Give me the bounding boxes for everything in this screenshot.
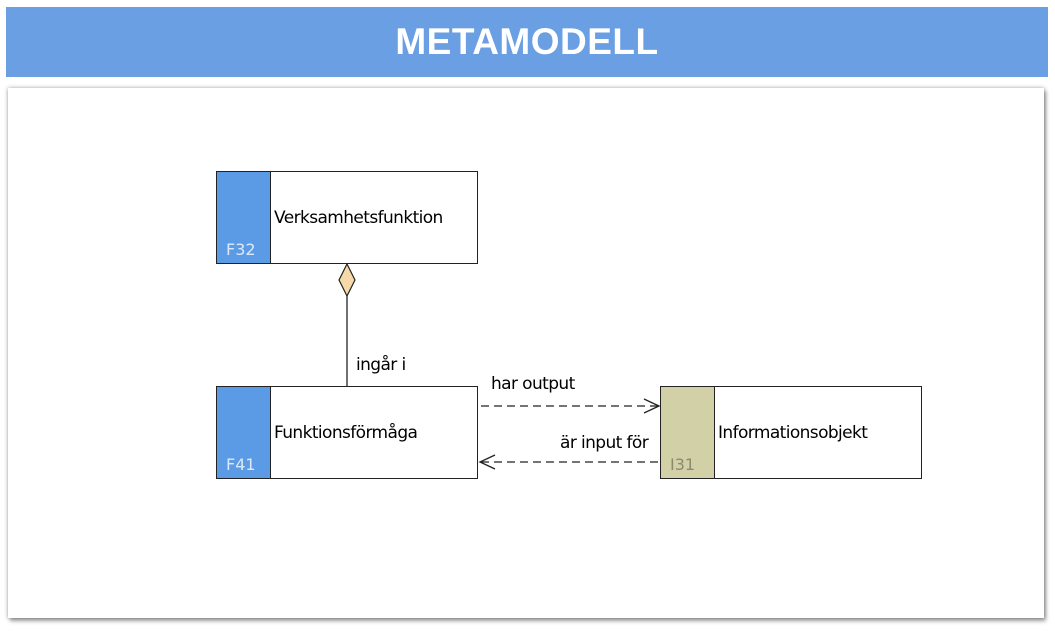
title-banner: METAMODELL <box>6 7 1048 77</box>
page-title: METAMODELL <box>395 21 659 62</box>
node-code-strip: F32 <box>217 172 271 263</box>
edge-label-ingar-i: ingår i <box>356 355 406 375</box>
diagram-canvas <box>8 88 1044 618</box>
node-code: I31 <box>670 455 696 474</box>
node-label: Verksamhetsfunktion <box>274 207 443 228</box>
node-label: Informationsobjekt <box>718 422 868 443</box>
node-code-strip: F41 <box>217 387 271 478</box>
edge-label-har-output: har output <box>491 374 575 394</box>
node-funktionsformaga[interactable]: F41 Funktionsförmåga <box>216 386 478 479</box>
node-label: Funktionsförmåga <box>274 422 418 443</box>
node-code: F41 <box>226 455 256 474</box>
node-informationsobjekt[interactable]: I31 Informationsobjekt <box>660 386 922 479</box>
node-verksamhetsfunktion[interactable]: F32 Verksamhetsfunktion <box>216 171 478 264</box>
node-code: F32 <box>226 240 256 259</box>
node-code-strip: I31 <box>661 387 715 478</box>
edge-label-ar-input-for: är input för <box>560 433 649 453</box>
